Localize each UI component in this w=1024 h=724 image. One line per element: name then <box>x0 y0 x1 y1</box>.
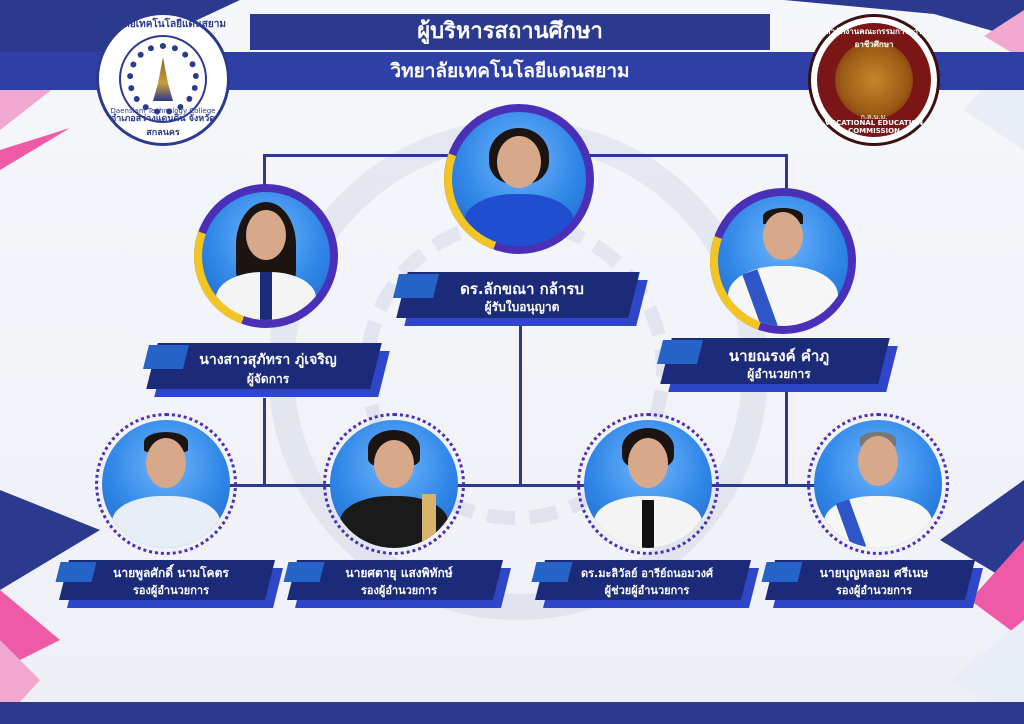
label-deputy3: นายบุญหลอม ศรีเนษ รองผู้อำนวยการ <box>761 560 983 608</box>
page-subtitle: วิทยาลัยเทคโนโลยีแดนสยาม <box>390 60 630 82</box>
connector-left-vertical <box>263 154 266 192</box>
portrait-assistant <box>577 413 719 555</box>
name-deputy3: นายบุญหลอม ศรีเนษ <box>819 566 929 580</box>
connector-manager-down <box>263 398 266 486</box>
portrait-licensee <box>444 104 594 254</box>
label-director: นายณรงค์ คำภู ผู้อำนวยการ <box>657 338 898 392</box>
label-licensee: ดร.ลักขณา กล้ารบ ผู้รับใบอนุญาต <box>393 272 648 326</box>
role-deputy1: รองผู้อำนวยการ <box>132 584 209 597</box>
footer-bar <box>0 702 1024 724</box>
label-deputy2: นายศตายุ แสงพิทักษ์ รองผู้อำนวยการ <box>283 560 511 608</box>
vec-logo-top-text: สำนักงานคณะกรรมการการอาชีวศึกษา <box>825 27 923 49</box>
connector-right-vertical <box>785 154 788 194</box>
photo-licensee <box>452 112 586 246</box>
page-title: ผู้บริหารสถานศึกษา <box>417 19 603 44</box>
header-top-bar <box>250 14 770 50</box>
portrait-deputy3 <box>807 413 949 555</box>
decor-bottom-right <box>940 480 1024 724</box>
connector-center-vertical <box>519 316 522 486</box>
college-logo-bottom-text: อำเภอสว่างแดนดิน จังหวัดสกลนคร <box>110 114 216 138</box>
role-director: ผู้อำนวยการ <box>747 367 811 381</box>
portrait-manager <box>194 184 338 328</box>
portrait-deputy2 <box>323 413 465 555</box>
name-director: นายณรงค์ คำภู <box>728 347 830 365</box>
photo-assistant <box>584 420 712 548</box>
portrait-deputy1 <box>95 413 237 555</box>
connector-director-down <box>785 392 788 486</box>
role-assistant: ผู้ช่วยผู้อำนวยการ <box>604 584 690 597</box>
photo-deputy1 <box>102 420 230 548</box>
name-deputy2: นายศตายุ แสงพิทักษ์ <box>345 566 453 580</box>
name-licensee: ดร.ลักขณา กล้ารบ <box>460 280 584 298</box>
role-manager: ผู้จัดการ <box>246 372 290 386</box>
label-manager: นางสาวสุภัทรา ภู่เจริญ ผู้จัดการ <box>143 343 390 397</box>
photo-deputy3 <box>814 420 942 548</box>
college-logo-english-text: Daensiam Technology College <box>110 107 216 115</box>
label-assistant: ดร.มะลิวัลย์ อารีย์ถนอมวงศ์ ผู้ช่วยผู้อำ… <box>531 560 759 608</box>
vec-logo-bottom-text: VOCATIONAL EDUCATION COMMISSION <box>824 119 924 135</box>
college-logo-inner-ring <box>119 35 207 123</box>
vec-logo: สำนักงานคณะกรรมการการอาชีวศึกษา ก.ส.น.ม.… <box>808 14 940 146</box>
college-logo-top-text: วิทยาลัยเทคโนโลยีแดนสยาม <box>100 19 226 30</box>
name-manager: นางสาวสุภัทรา ภู่เจริญ <box>199 352 337 368</box>
portrait-director <box>710 188 856 334</box>
photo-manager <box>202 192 330 320</box>
role-deputy2: รองผู้อำนวยการ <box>360 584 437 597</box>
role-licensee: ผู้รับใบอนุญาต <box>484 300 560 314</box>
role-deputy3: รองผู้อำนวยการ <box>835 584 912 597</box>
gear-icon <box>127 43 199 115</box>
vec-logo-abbr: ก.ส.น.ม. <box>860 113 888 121</box>
label-deputy1: นายพูลศักดิ์ นามโคตร รองผู้อำนวยการ <box>55 560 283 608</box>
connector-bottom-horizontal <box>160 484 880 487</box>
photo-director <box>718 196 848 326</box>
name-deputy1: นายพูลศักดิ์ นามโคตร <box>113 566 229 580</box>
photo-deputy2 <box>330 420 458 548</box>
college-logo: วิทยาลัยเทคโนโลยีแดนสยาม Daensiam Techno… <box>96 12 230 146</box>
name-assistant: ดร.มะลิวัลย์ อารีย์ถนอมวงศ์ <box>580 567 714 580</box>
thai-emblem-icon <box>835 41 913 119</box>
